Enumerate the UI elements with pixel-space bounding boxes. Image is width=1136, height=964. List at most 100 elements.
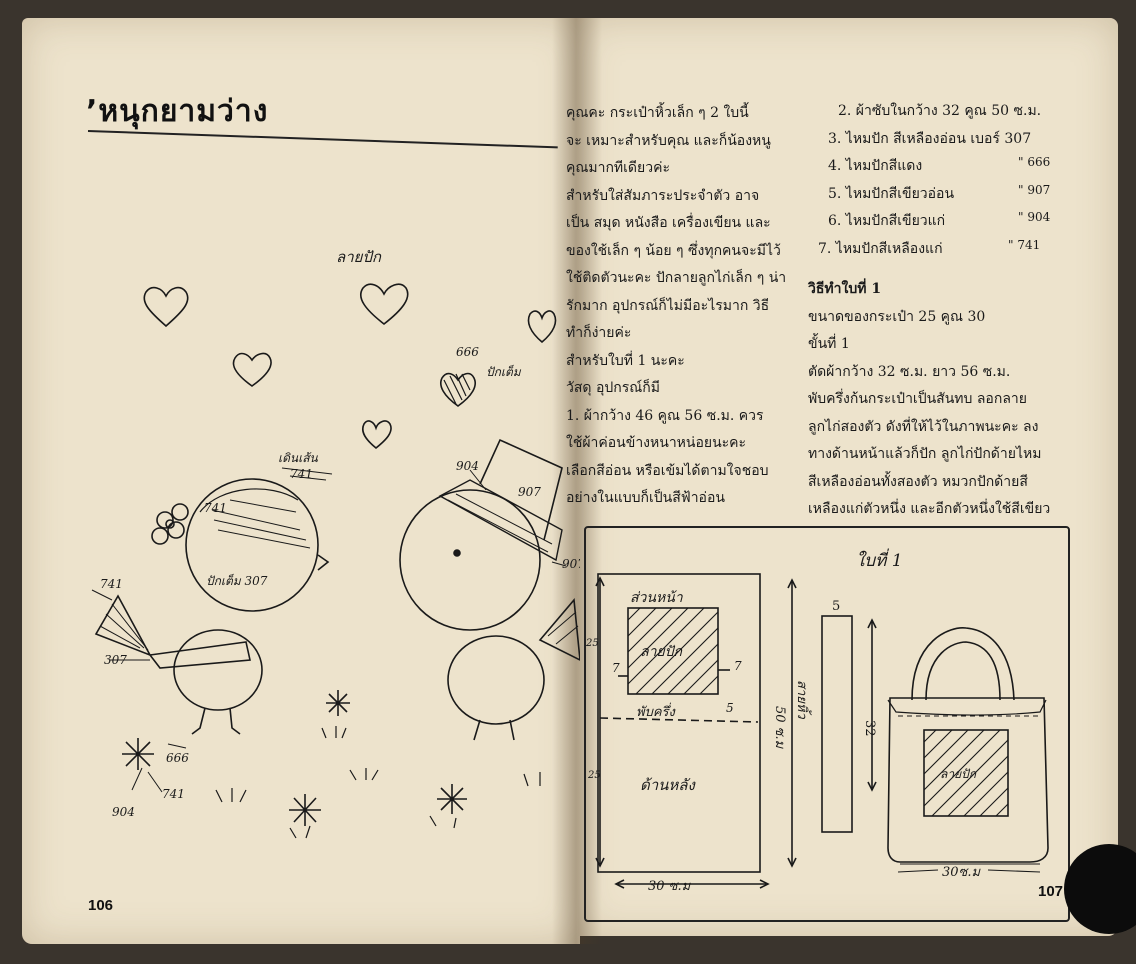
svg-text:25: 25 (587, 770, 601, 781)
intro-line: 1. ผ้ากว้าง 46 คูณ 56 ซ.ม. ควร (566, 407, 764, 424)
label-904: 904 (112, 805, 135, 819)
label-fill-stitch: ปักเต็ม (486, 364, 522, 379)
embroidery-area (627, 607, 719, 695)
material-text: 7. ไหมปักสีเหลืองแก่ (818, 240, 943, 257)
thread-number: " 907 (1018, 182, 1051, 197)
chick-1-body (173, 629, 263, 711)
material-item: 7. ไหมปักสีเหลืองแก่ " 741 (818, 238, 1058, 266)
svg-text:สายหิ้ว: สายหิ้ว (794, 680, 812, 719)
page-number-left: 106 (88, 897, 114, 914)
heart-icon (440, 372, 476, 407)
svg-text:ลายปัก: ลายปัก (940, 767, 977, 781)
heart-icon (361, 420, 392, 450)
page-number-right: 107 (1038, 883, 1064, 900)
star-flower-icon (289, 794, 321, 826)
method-heading: วิธีทำใบที่ 1 (808, 281, 882, 297)
label-fold: พับครึ่ง (636, 702, 677, 720)
label-741: 741 (290, 467, 313, 481)
label-embroidery-pattern: ลายปัก (336, 248, 382, 266)
intro-line: วัสดุ อุปกรณ์ก็มี (566, 380, 660, 396)
label-stitch-line: เดินเส้น (278, 451, 319, 465)
intro-line: จะ เหมาะสำหรับคุณ และก็น้องหนู (566, 132, 771, 149)
material-item: 2. ผ้าซับในกว้าง 32 คูณ 50 ซ.ม. (838, 100, 1078, 128)
materials-list: 2. ผ้าซับในกว้าง 32 คูณ 50 ซ.ม.3. ไหมปัก… (818, 100, 1068, 265)
svg-text:7: 7 (734, 659, 742, 673)
label-pattern: ลายปัก (640, 644, 684, 660)
label-666: 666 (456, 345, 479, 359)
intro-line: เป็น สมุด หนังสือ เครื่องเขียน และ (566, 215, 771, 231)
intro-line: คุณคะ กระเป๋าหิ้วเล็ก ๆ 2 ใบนี้ (566, 105, 749, 121)
intro-line: ทำก็ง่ายค่ะ (566, 325, 632, 341)
material-item: 6. ไหมปักสีเขียวแก่" 904 (828, 210, 1068, 238)
star-flower-icon (437, 784, 467, 814)
material-text: 4. ไหมปักสีแดง (828, 158, 923, 174)
method-line: ลูกไก่สองตัว ดังที่ให้ไว้ในภาพนะคะ ลง (808, 418, 1039, 435)
material-item: 4. ไหมปักสีแดง " 666 (828, 155, 1068, 183)
label-stitch-307: ปักเต็ม 307 (206, 573, 268, 588)
label-666: 666 (166, 751, 189, 765)
thread-number: " 741 (1008, 237, 1041, 252)
strap-piece (821, 615, 853, 833)
svg-text:30 ซ.ม: 30 ซ.ม (648, 879, 692, 894)
thread-number: " 666 (1018, 155, 1051, 169)
svg-text:25: 25 (585, 638, 599, 649)
label-307: 307 (104, 653, 127, 667)
svg-text:32: 32 (862, 720, 877, 737)
intro-line: รักมาก อุปกรณ์ก็ไม่มีอะไรมาก วิธี (566, 297, 770, 314)
pattern-diagram: ใบที่ 1 ส่วนหน้า ลายปัก พับครึ่ง ด้านหลั… (585, 548, 1049, 894)
label-741: 741 (100, 577, 123, 591)
svg-text:7: 7 (612, 661, 620, 675)
method-line: ตัดผ้ากว้าง 32 ซ.ม. ยาว 56 ซ.ม. (808, 363, 1011, 380)
intro-line: ใช้ผ้าค่อนข้างหนาหน่อยนะคะ (566, 435, 747, 451)
material-item: 5. ไหมปักสีเขียวอ่อน " 907 (828, 183, 1068, 211)
star-flower-icon (326, 690, 350, 716)
thread-number: " 904 (1018, 210, 1051, 224)
chick-illustration: ลายปัก เดินเส้น 741 741 741 307 ปักเต็ม … (91, 248, 580, 839)
method-line: พับครึ่งก้นกระเป๋าเป็นสันทบ ลอกลาย (808, 391, 1027, 407)
fold-line (599, 717, 759, 723)
bag-drawing (887, 697, 1049, 863)
material-text: 5. ไหมปักสีเขียวอ่อน (828, 185, 955, 202)
bag-embroidery-area (923, 729, 1009, 817)
pattern-diagram-frame (584, 526, 1070, 922)
heart-icon (143, 286, 189, 328)
label-back: ด้านหลัง (640, 776, 696, 794)
method-section: วิธีทำใบที่ 1 ขนาดของกระเป๋า 25 คูณ 30 ข… (808, 276, 1072, 524)
intro-line: สำหรับใบที่ 1 นะคะ (566, 352, 685, 369)
method-line: ขนาดของกระเป๋า 25 คูณ 30 (808, 308, 986, 325)
star-flower-icon (122, 738, 154, 770)
method-line: เหลืองแก่ตัวหนึ่ง และอีกตัวหนึ่งใช้สีเขี… (808, 501, 1051, 517)
intro-column: คุณคะ กระเป๋าหิ้วเล็ก ๆ 2 ใบนี้จะ เหมาะส… (566, 100, 786, 513)
label-907: 907 (562, 557, 580, 571)
svg-text:50 ซ.ม: 50 ซ.ม (772, 706, 787, 750)
heart-icon (232, 352, 272, 387)
svg-text:5: 5 (726, 701, 734, 715)
heart-icon (527, 310, 557, 344)
left-page (22, 18, 580, 944)
chick-2-head (399, 489, 541, 631)
intro-line: ของใช้เล็ก ๆ น้อย ๆ ซึ่งทุกคนจะมีไว้ (566, 242, 781, 259)
intro-line: เลือกสีอ่อน หรือเข้มได้ตามใจชอบ (566, 462, 769, 479)
chick-2-body (447, 635, 545, 725)
fabric-piece-outline (597, 573, 761, 873)
intro-line: สำหรับใส่สัมภาระประจำตัว อาจ (566, 187, 760, 204)
diagram-caption: ใบที่ 1 (856, 548, 903, 571)
label-907: 907 (518, 485, 541, 499)
right-page (578, 18, 1118, 936)
intro-line: ใช้ติดตัวนะคะ ปักลายลูกไก่เล็ก ๆ น่า (566, 270, 787, 286)
svg-text:5: 5 (832, 599, 840, 614)
material-item: 3. ไหมปัก สีเหลืองอ่อน เบอร์ 307 (828, 128, 1068, 156)
intro-line: คุณมากทีเดียวค่ะ (566, 160, 670, 176)
thumb-shadow (1064, 844, 1136, 934)
book-gutter (552, 18, 602, 944)
label-741: 741 (162, 787, 185, 801)
intro-line: อย่างในแบบก็เป็นสีฟ้าอ่อน (566, 490, 725, 506)
heart-icon (360, 283, 409, 326)
label-front: ส่วนหน้า (630, 590, 684, 606)
chick-1-head (185, 478, 319, 612)
svg-text:30ซ.ม: 30ซ.ม (942, 865, 981, 880)
method-line: สีเหลืองอ่อนทั้งสองตัว หมวกปักด้ายสี (808, 473, 1028, 490)
page-title: ’หนุกยามว่าง (86, 94, 269, 129)
method-line: ขั้นที่ 1 (808, 336, 850, 352)
